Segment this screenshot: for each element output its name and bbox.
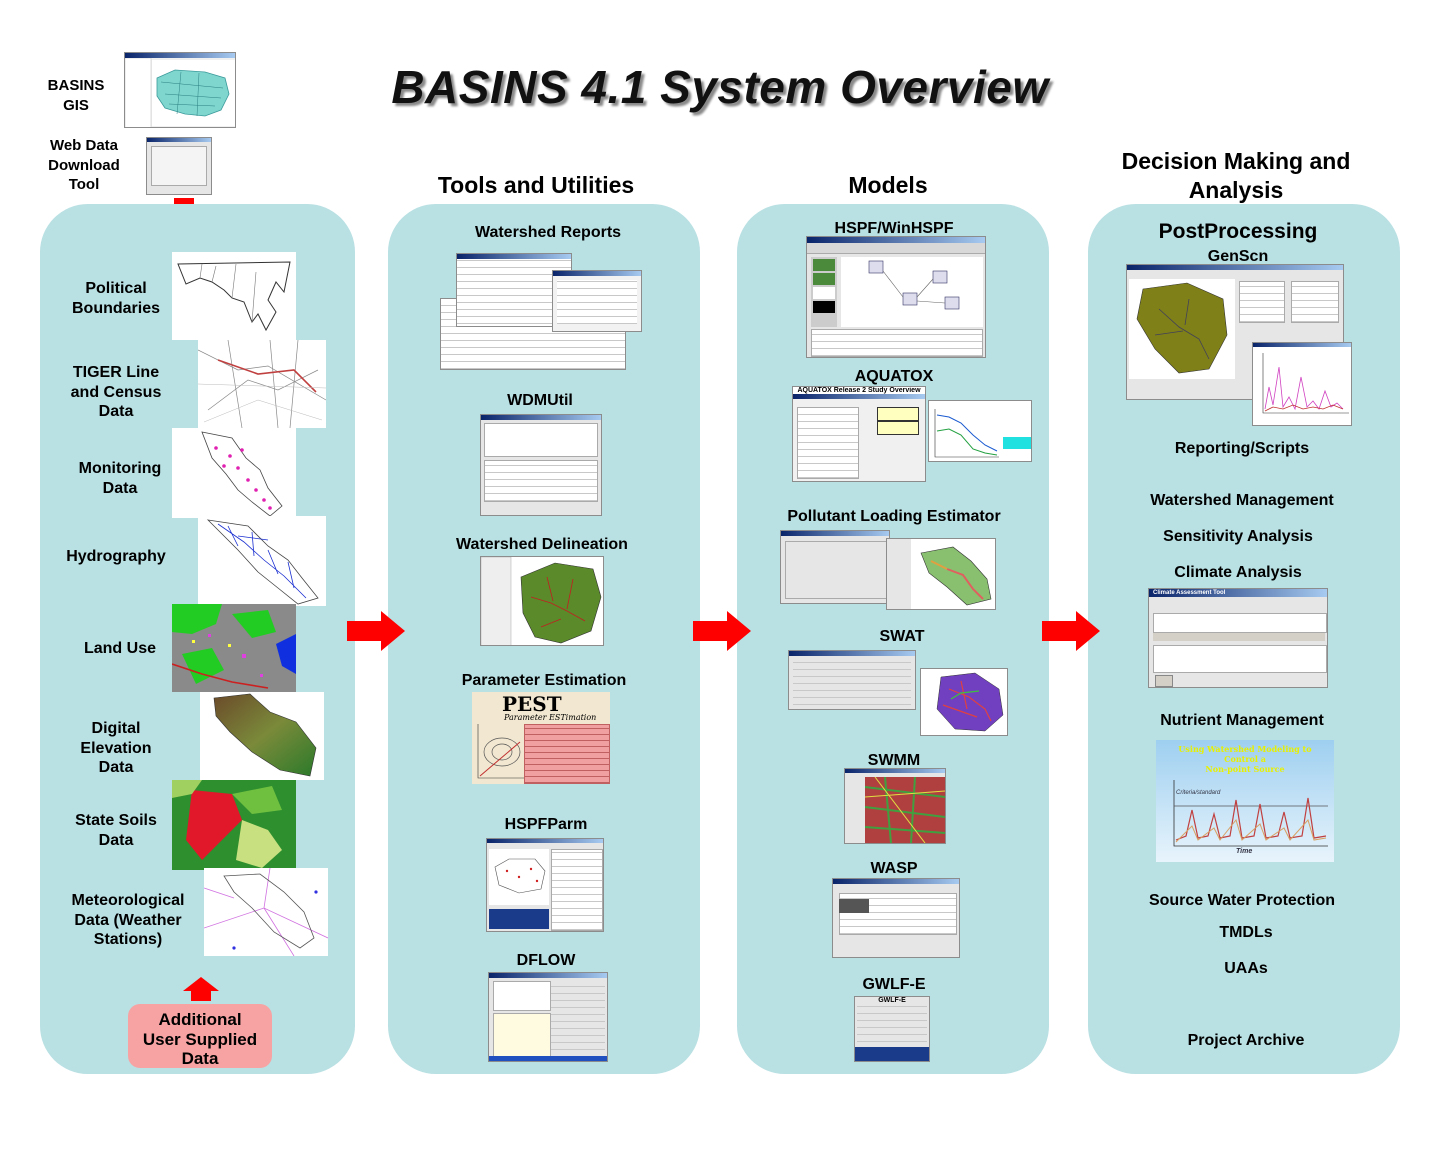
models-heading: Models [848, 172, 928, 198]
watershed-delineation-screenshot [480, 556, 604, 646]
climate-tool-title: Climate Assessment Tool [1149, 589, 1327, 597]
land-use-map [172, 604, 296, 692]
page-title: BASINS 4.1 System Overview [391, 61, 1049, 113]
genscn-screenshot [1126, 264, 1344, 400]
nutrient-chart: Using Watershed Modeling to Control a No… [1156, 740, 1334, 862]
model-gwlf: GWLF-E [862, 976, 926, 993]
decision-sensitivity: Sensitivity Analysis [1163, 528, 1313, 545]
genscn-timeseries [1252, 342, 1352, 426]
climate-tool-screenshot: Climate Assessment Tool [1148, 588, 1328, 688]
elevation-map [200, 692, 324, 780]
basins-gis-screenshot [124, 52, 236, 128]
decision-tmdls: TMDLs [1219, 924, 1273, 941]
aquatox-caption: AQUATOX Release 2 Study Overview [793, 387, 925, 394]
nutrient-time-label: Time [1236, 848, 1253, 855]
genscn-label: GenScn [1207, 248, 1269, 265]
right-arrow-icon [1042, 611, 1100, 651]
web-data-screenshot [146, 137, 212, 195]
aquatox-chart [928, 400, 1032, 462]
dflow-screenshot [488, 972, 608, 1062]
postprocessing-heading: PostProcessing [1158, 220, 1318, 243]
model-hspf: HSPF/WinHSPF [834, 220, 954, 237]
tool-hspfparm: HSPFParm [504, 816, 588, 833]
data-item-political: Political Boundaries [71, 280, 160, 317]
wasp-screenshot [832, 878, 960, 958]
data-item-monitoring: Monitoring Data [78, 460, 162, 497]
model-ple: Pollutant Loading Estimator [787, 508, 1001, 525]
data-item-landuse: Land Use [83, 640, 156, 657]
nutrient-chart-title: Using Watershed Modeling to Control a No… [1178, 744, 1312, 774]
nutrient-criteria-label: Criteria/standard [1176, 790, 1221, 796]
ple-screenshot [780, 530, 890, 604]
swat-screenshot [788, 650, 916, 710]
decision-climate: Climate Analysis [1174, 564, 1302, 581]
ple-map [886, 538, 996, 610]
wdmutil-screenshot [480, 414, 602, 516]
data-item-meteorological: Meteorological Data (Weather Stations) [71, 892, 185, 948]
tools-heading: Tools and Utilities [437, 172, 635, 198]
tool-parameter-estimation: Parameter Estimation [461, 672, 627, 689]
pest-subtitle: Parameter ESTimation [504, 713, 597, 722]
tiger-line-map [198, 340, 326, 428]
user-supplied-data-box: Additional User Supplied Data [128, 1004, 272, 1068]
hydrography-map [198, 516, 326, 606]
decision-nutrient: Nutrient Management [1160, 712, 1324, 729]
up-arrow-icon [183, 977, 219, 1001]
tool-dflow: DFLOW [516, 952, 576, 969]
aquatox-screenshot: AQUATOX Release 2 Study Overview [792, 386, 926, 482]
model-swmm: SWMM [867, 752, 921, 769]
tool-wdmutil: WDMUtil [507, 392, 573, 409]
data-item-hydrography: Hydrography [66, 548, 166, 565]
decision-watershed-management: Watershed Management [1150, 492, 1334, 509]
pest-screenshot: PEST Parameter ESTimation [472, 692, 610, 784]
right-arrow-icon [693, 611, 751, 651]
basins-gis-label: BASINS GIS [47, 77, 105, 114]
web-data-label: Web Data Download Tool [48, 137, 120, 193]
meteorological-map [204, 868, 328, 956]
hspfparm-screenshot [486, 838, 604, 932]
data-item-tiger: TIGER Line and Census Data [70, 364, 162, 420]
swat-map [920, 668, 1008, 736]
model-wasp: WASP [870, 860, 918, 877]
model-aquatox: AQUATOX [854, 368, 934, 385]
swmm-screenshot [844, 768, 946, 844]
decision-source-water: Source Water Protection [1148, 892, 1336, 909]
decision-project-archive: Project Archive [1187, 1032, 1305, 1049]
monitoring-map [172, 428, 296, 518]
soils-map [172, 780, 296, 870]
gwlf-screenshot: GWLF-E [854, 996, 930, 1062]
decision-heading: Decision Making and Analysis [1121, 148, 1351, 203]
gwlf-caption: GWLF-E [878, 997, 906, 1004]
data-item-elevation: Digital Elevation Data [80, 720, 152, 776]
data-item-soils: State Soils Data [75, 812, 157, 849]
decision-uaas: UAAs [1224, 960, 1268, 977]
watershed-reports-popup [552, 270, 642, 332]
right-arrow-icon [347, 611, 405, 651]
tool-watershed-reports: Watershed Reports [474, 224, 622, 241]
decision-reporting: Reporting/Scripts [1174, 440, 1310, 457]
political-boundaries-map [172, 252, 296, 340]
tool-watershed-delineation: Watershed Delineation [456, 536, 628, 553]
pest-logo: PEST [502, 692, 562, 716]
model-swat: SWAT [879, 628, 925, 645]
hspf-screenshot [806, 236, 986, 358]
